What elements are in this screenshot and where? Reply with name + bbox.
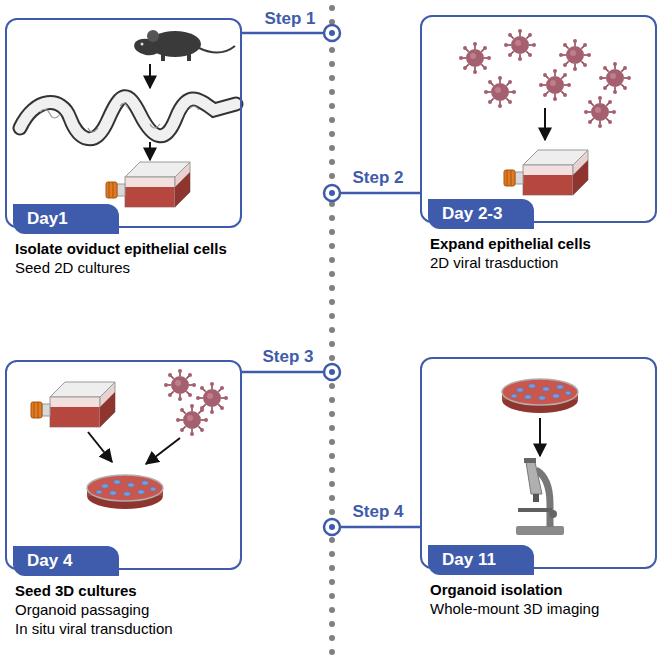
day-label: Day 11	[442, 549, 520, 571]
step-label: Step 4	[352, 502, 403, 522]
flow-arrow	[146, 438, 180, 464]
oviduct-figure	[20, 97, 236, 139]
mouse-figure	[133, 30, 235, 61]
step-description: Organoid passaging	[15, 600, 315, 619]
step-description: In situ viral transduction	[15, 619, 315, 638]
step-description: 2D viral trasduction	[430, 253, 664, 272]
step-label: Step 2	[352, 168, 403, 188]
day-tab: Day 2-3	[428, 199, 534, 229]
step-panel: Expand epithelial cells2D viral trasduct…	[420, 15, 657, 223]
culture-flask	[504, 150, 588, 195]
step-panel: Isolate oviduct epithelial cellsSeed 2D …	[5, 18, 242, 228]
virus-particles	[164, 369, 228, 436]
flow-arrow	[539, 418, 541, 456]
flow-arrow	[88, 432, 112, 462]
caption-block: Isolate oviduct epithelial cellsSeed 2D …	[15, 239, 315, 277]
step-markers	[242, 25, 420, 535]
day-label: Day 4	[27, 550, 105, 572]
step-heading: Organoid isolation	[430, 580, 664, 599]
step-panel: Organoid isolationWhole-mount 3D imaging…	[420, 357, 657, 569]
step-panel: Seed 3D culturesOrganoid passagingIn sit…	[5, 360, 242, 570]
day-tab: Day 11	[428, 545, 534, 575]
day-tab: Day1	[13, 204, 119, 234]
culture-flask	[106, 162, 190, 207]
step-description: Seed 2D cultures	[15, 258, 315, 277]
step-dots	[329, 30, 335, 530]
culture-flask	[31, 382, 115, 427]
day-tab: Day 4	[13, 546, 119, 576]
flow-arrow	[149, 64, 151, 88]
step-heading: Isolate oviduct epithelial cells	[15, 239, 315, 258]
microscope-figure	[516, 458, 564, 535]
step-heading: Seed 3D cultures	[15, 581, 315, 600]
caption-block: Organoid isolationWhole-mount 3D imaging	[430, 580, 664, 618]
culture-dish	[87, 475, 163, 509]
flow-arrow	[544, 108, 546, 140]
step-heading: Expand epithelial cells	[430, 234, 664, 253]
day-label: Day 2-3	[442, 203, 520, 225]
caption-block: Seed 3D culturesOrganoid passagingIn sit…	[15, 581, 315, 638]
step-label: Step 3	[262, 347, 313, 367]
step-description: Whole-mount 3D imaging	[430, 599, 664, 618]
flow-arrow	[149, 142, 151, 160]
culture-dish	[502, 379, 578, 413]
day-label: Day1	[27, 208, 105, 230]
step-label: Step 1	[264, 9, 315, 29]
timeline-dots	[329, 8, 335, 656]
caption-block: Expand epithelial cells2D viral trasduct…	[430, 234, 664, 272]
